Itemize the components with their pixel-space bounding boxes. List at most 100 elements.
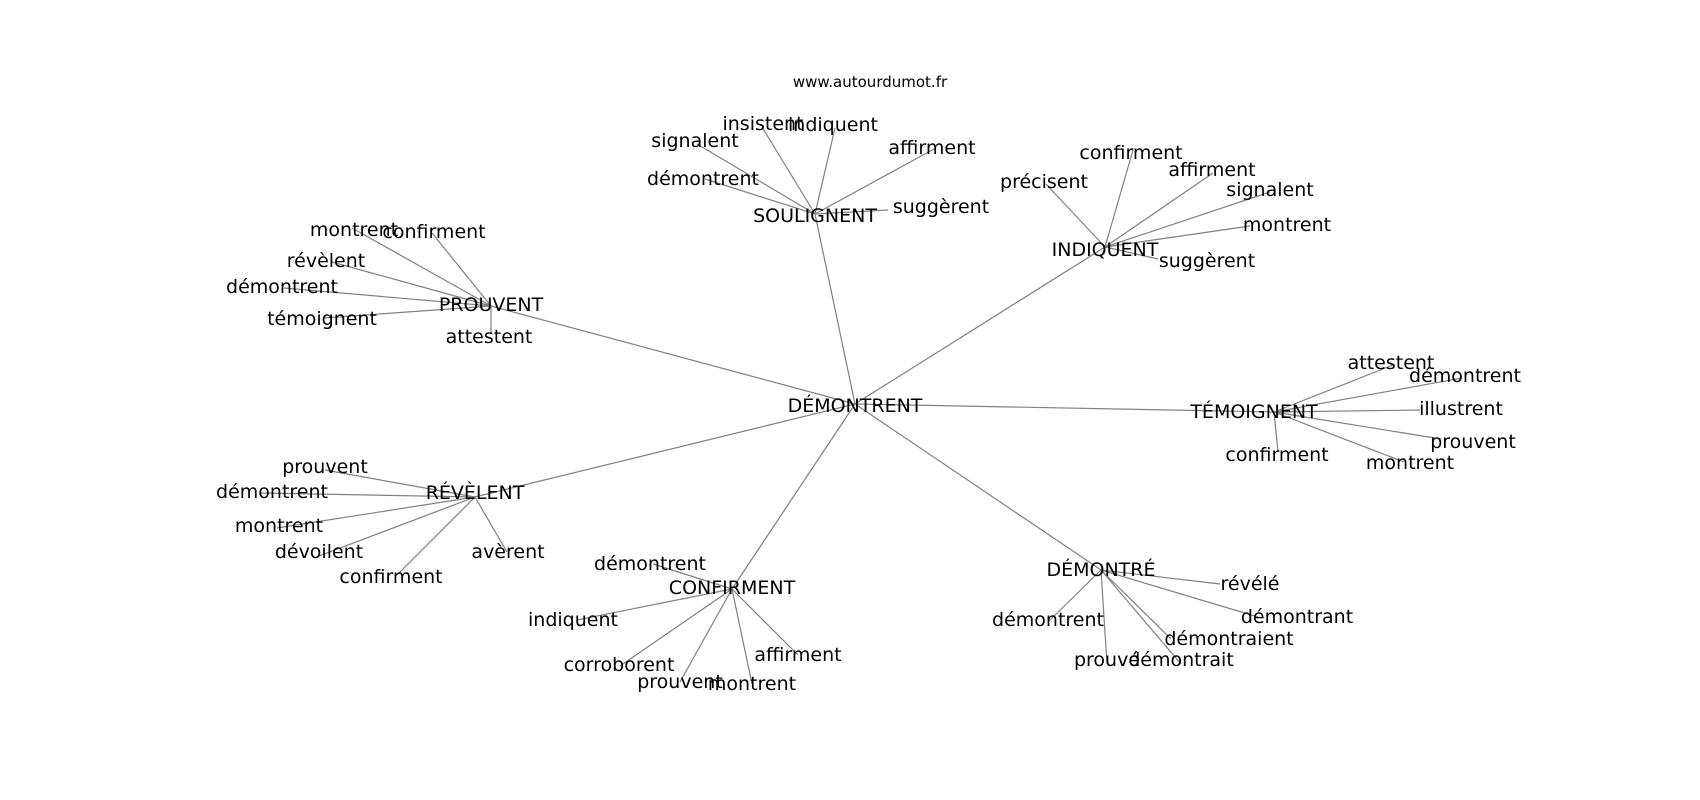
synonym-word[interactable]: démontrant xyxy=(1241,606,1353,628)
synonym-word[interactable]: démontrent xyxy=(216,481,328,503)
leaf-edge xyxy=(1104,172,1214,248)
synonym-word[interactable]: montrent xyxy=(708,673,796,695)
graph-labels: www.autourdumot.fr DÉMONTRENT SOULIGNENT… xyxy=(216,73,1521,695)
synonym-word[interactable]: insistent xyxy=(722,113,803,135)
leaf-edge xyxy=(731,588,753,685)
center-word[interactable]: DÉMONTRENT xyxy=(788,394,923,417)
synonym-word[interactable]: montrent xyxy=(235,515,323,537)
synonym-word[interactable]: prouvent xyxy=(1430,431,1516,453)
leaf-edge xyxy=(576,588,733,621)
synonym-word[interactable]: montrent xyxy=(1366,452,1454,474)
leaf-edge xyxy=(1273,364,1394,413)
synonym-word[interactable]: dévoilent xyxy=(275,541,363,563)
synonym-word[interactable]: suggèrent xyxy=(893,196,989,218)
hub-edge xyxy=(474,403,856,498)
leaf-edge xyxy=(351,227,492,307)
synonym-word[interactable]: signalent xyxy=(1226,179,1313,201)
leaf-edge xyxy=(276,496,476,529)
leaf-edge xyxy=(1100,569,1221,585)
hub-edge xyxy=(490,305,856,405)
synonym-word[interactable]: signalent xyxy=(651,130,738,152)
leaf-edge xyxy=(1100,569,1108,665)
leaf-edge xyxy=(431,232,492,307)
synonym-word[interactable]: confirment xyxy=(339,566,442,588)
leaf-edge xyxy=(474,496,508,553)
leaf-edge xyxy=(1273,411,1442,440)
synonym-word[interactable]: témoignent xyxy=(267,308,377,330)
synonym-word[interactable]: attestent xyxy=(446,326,533,348)
leaf-edge xyxy=(814,127,836,215)
leaf-edge xyxy=(396,496,476,576)
leaf-edge xyxy=(1104,191,1271,248)
synonym-word[interactable]: révèlent xyxy=(287,250,365,272)
leaf-edge xyxy=(259,492,476,498)
synonym-word[interactable]: démontrent xyxy=(1409,365,1521,387)
cluster-label[interactable]: INDIQUENT xyxy=(1052,239,1159,261)
synonym-word[interactable]: démontrent xyxy=(226,276,338,298)
cluster-label[interactable]: TÉMOIGNENT xyxy=(1189,400,1318,423)
leaf-edge xyxy=(324,469,476,498)
synonym-word[interactable]: confirment xyxy=(1079,142,1182,164)
synonym-word[interactable]: illustrent xyxy=(1419,398,1503,420)
leaf-edge xyxy=(1100,569,1182,665)
synonym-word[interactable]: démontrait xyxy=(1128,649,1234,671)
leaf-edge xyxy=(331,261,492,307)
leaf-edge xyxy=(814,209,889,215)
synonym-word[interactable]: attestent xyxy=(1348,352,1435,374)
cluster-label[interactable]: RÉVÈLENT xyxy=(426,481,525,504)
graph-edges xyxy=(259,126,1463,685)
leaf-edge xyxy=(283,287,492,307)
hub-edge xyxy=(854,403,1275,413)
synonym-word[interactable]: montrent xyxy=(310,219,398,241)
leaf-edge xyxy=(696,143,816,215)
synonym-word[interactable]: démontraient xyxy=(1164,628,1293,650)
synonym-word[interactable]: prouvent xyxy=(637,671,723,693)
synonym-word[interactable]: affirment xyxy=(1168,159,1255,181)
synonym-word[interactable]: démontrent xyxy=(647,168,759,190)
synonym-word[interactable]: indiquent xyxy=(788,114,878,136)
synonym-word[interactable]: précisent xyxy=(1000,171,1088,193)
leaf-edge xyxy=(704,178,816,215)
leaf-edge xyxy=(619,588,733,667)
synonym-word[interactable]: montrent xyxy=(1243,214,1331,236)
synonym-word[interactable]: prouvent xyxy=(282,456,368,478)
synonym-word[interactable]: avèrent xyxy=(471,541,544,563)
leaf-edge xyxy=(814,148,935,215)
cluster-label[interactable]: PROUVENT xyxy=(439,294,544,316)
cluster-label[interactable]: DÉMONTRÉ xyxy=(1046,558,1155,581)
leaf-edge xyxy=(1100,569,1172,640)
synonym-word[interactable]: affirment xyxy=(888,137,975,159)
leaf-edge xyxy=(323,305,492,319)
leaf-edge xyxy=(1104,225,1251,248)
leaf-edge xyxy=(731,588,799,656)
leaf-edge xyxy=(1047,569,1102,623)
synonym-word[interactable]: affirment xyxy=(754,644,841,666)
hub-edge xyxy=(854,403,1102,571)
synonym-word[interactable]: démontrent xyxy=(992,609,1104,631)
leaf-edge xyxy=(318,496,476,557)
site-url[interactable]: www.autourdumot.fr xyxy=(793,73,948,91)
synonym-word[interactable]: indiquent xyxy=(528,609,618,631)
leaf-edge xyxy=(1100,569,1259,618)
leaf-edge xyxy=(761,126,816,215)
leaf-edge xyxy=(1104,149,1134,248)
leaf-edge xyxy=(1045,183,1106,248)
leaf-edge xyxy=(1273,411,1279,453)
synonym-word[interactable]: confirment xyxy=(1225,444,1328,466)
leaf-edge xyxy=(679,588,733,683)
leaf-edge xyxy=(1273,377,1463,413)
synonym-word[interactable]: confirment xyxy=(382,221,485,243)
synonym-word[interactable]: corroborent xyxy=(564,654,675,676)
synonym-word[interactable]: révélé xyxy=(1221,573,1280,595)
cluster-label[interactable]: SOULIGNENT xyxy=(753,205,877,227)
synonym-word[interactable]: démontrent xyxy=(594,553,706,575)
synonym-word[interactable]: suggèrent xyxy=(1159,250,1255,272)
synonym-word[interactable]: prouvé xyxy=(1074,649,1140,671)
leaf-edge xyxy=(1104,246,1159,260)
hub-edge xyxy=(854,246,1106,405)
leaf-edge xyxy=(1273,411,1405,463)
leaf-edge xyxy=(652,563,733,590)
cluster-label[interactable]: CONFIRMENT xyxy=(669,577,796,599)
hub-edge xyxy=(814,213,856,405)
